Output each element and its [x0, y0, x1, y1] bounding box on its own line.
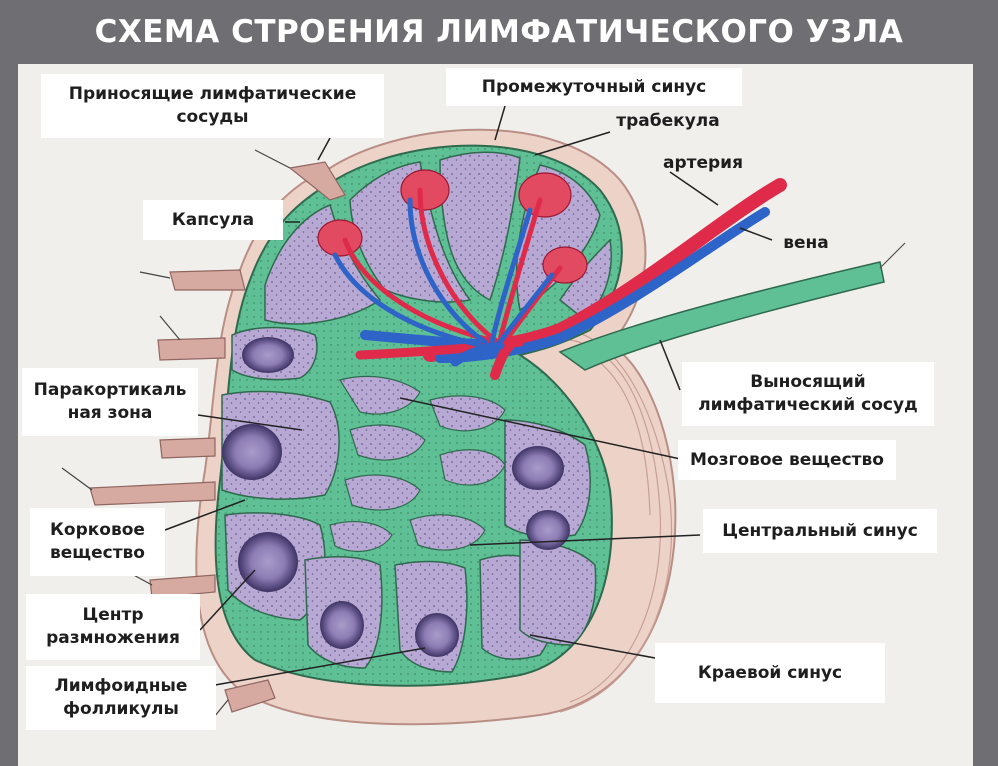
- label-medulla: Мозговое вещество: [678, 440, 896, 480]
- follicles: [222, 337, 570, 657]
- label-lymphoid-follicles: Лимфоидные фолликулы: [26, 666, 216, 730]
- label-capsule: Капсула: [143, 200, 283, 240]
- label-marginal-sinus: Краевой синус: [655, 643, 885, 703]
- upper-lobes: [264, 151, 612, 325]
- label-paracortical-zone: Паракортикаль ная зона: [22, 368, 198, 436]
- label-afferent-vessels: Приносящие лимфатические сосуды: [41, 74, 384, 138]
- label-cortex: Корковое вещество: [30, 508, 165, 576]
- label-intermediate-sinus: Промежуточный синус: [446, 68, 742, 106]
- afferent-vessels: [89, 161, 346, 713]
- diagram-title: СХЕМА СТРОЕНИЯ ЛИМФАТИЧЕСКОГО УЗЛА: [94, 14, 904, 50]
- medulla-cords: [329, 375, 506, 552]
- label-germinal-center: Центр размножения: [26, 594, 200, 660]
- label-vein: вена: [783, 232, 829, 253]
- leader-lines: [164, 105, 773, 686]
- efferent-vessel: [558, 242, 906, 371]
- label-central-sinus: Центральный синус: [703, 509, 937, 553]
- blood-vessels: [332, 178, 787, 380]
- label-trabecula: трабекула: [616, 110, 720, 131]
- label-efferent-vessel: Выносящий лимфатический сосуд: [682, 362, 934, 426]
- label-artery: артерия: [662, 152, 744, 173]
